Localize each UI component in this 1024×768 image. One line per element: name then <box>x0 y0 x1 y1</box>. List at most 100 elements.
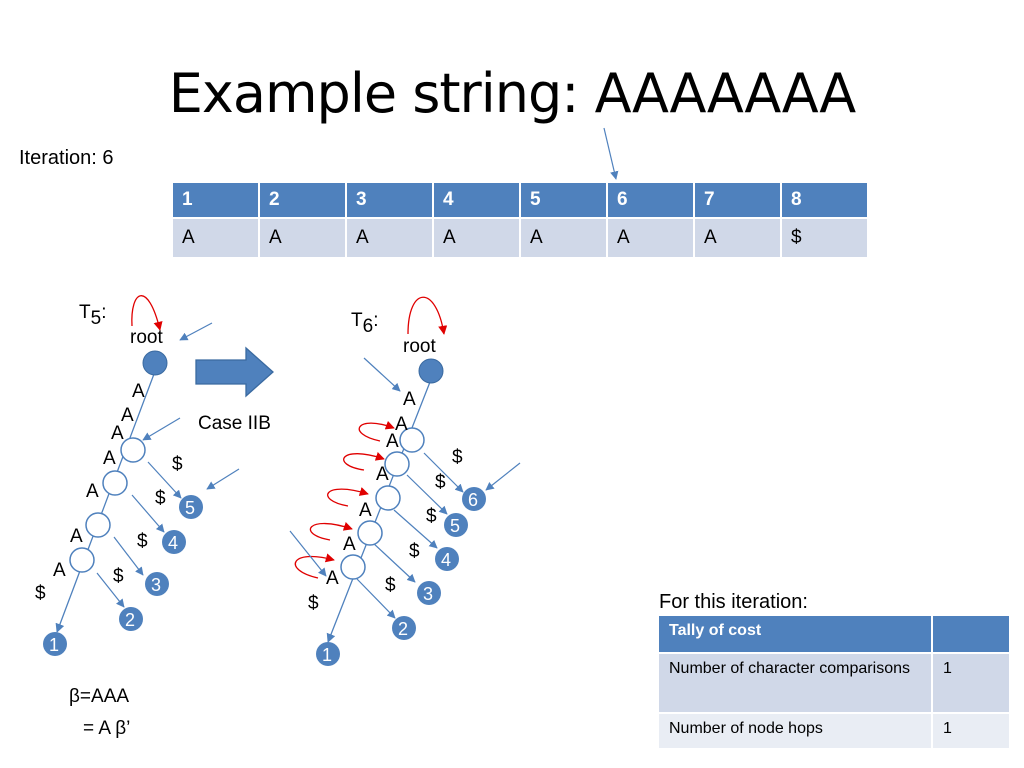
char-cell: A <box>171 217 260 259</box>
suffix-link-arrow <box>358 420 395 442</box>
char-cell: A <box>345 217 434 259</box>
edge <box>96 572 125 608</box>
cost-row-label: Number of character comparisons <box>657 652 933 714</box>
edge <box>55 373 155 633</box>
internal-node <box>102 470 128 496</box>
dollar-label: $ <box>172 454 183 475</box>
index-cell: 2 <box>258 181 347 219</box>
index-cell: 4 <box>432 181 521 219</box>
index-cell: 7 <box>693 181 782 219</box>
leaf-node <box>162 530 186 554</box>
dollar-label: $ <box>113 566 124 587</box>
internal-node <box>375 485 401 511</box>
edge-label: A <box>132 381 145 402</box>
leaf-label: 2 <box>125 610 135 630</box>
edge-label: A <box>326 568 339 589</box>
edge <box>393 509 438 549</box>
edge-label: A <box>359 500 372 521</box>
char-cell: A <box>519 217 608 259</box>
pointer-arrow <box>142 417 181 441</box>
index-cell: 1 <box>171 181 260 219</box>
internal-node <box>85 512 111 538</box>
tree-t5-label: T5: <box>79 302 106 329</box>
edge <box>326 381 431 643</box>
edge <box>406 474 448 515</box>
pointer-arrow <box>289 530 327 577</box>
string-table-index-row: 1 2 3 4 5 6 7 8 <box>171 181 869 219</box>
index-cell: 8 <box>780 181 869 219</box>
leaf-node <box>145 572 169 596</box>
char-cell: A <box>606 217 695 259</box>
root-label: root <box>403 336 436 357</box>
edge <box>371 541 416 583</box>
cost-table-header: Tally of cost <box>657 614 1011 654</box>
edge <box>423 452 464 493</box>
index-cell: 6 <box>606 181 695 219</box>
beta-line-1: β=AAA <box>69 686 129 707</box>
internal-node <box>340 554 366 580</box>
leaf-node <box>119 607 143 631</box>
internal-node <box>384 451 410 477</box>
edge-label: A <box>376 464 389 485</box>
tree-t5: T5: root 5 4 3 2 1 A A A A A <box>35 295 240 656</box>
iteration-label: Iteration: 6 <box>19 147 114 169</box>
suffix-link-arrow <box>294 553 335 579</box>
case-label: Case IIB <box>198 413 271 434</box>
leaf-label: 1 <box>49 635 59 655</box>
cost-row-value: 1 <box>931 712 1011 750</box>
leaf-node <box>462 487 486 511</box>
dollar-label: $ <box>35 583 46 604</box>
leaf-label: 5 <box>450 516 460 536</box>
root-node <box>418 358 444 384</box>
edge-label: A <box>343 534 356 555</box>
for-iteration-label: For this iteration: <box>659 591 808 613</box>
pointer-arrow <box>206 468 240 490</box>
cost-table: Tally of cost Number of character compar… <box>657 614 1011 750</box>
index-cell: 5 <box>519 181 608 219</box>
edge-label: A <box>70 526 83 547</box>
char-cell: $ <box>780 217 869 259</box>
leaf-label: 4 <box>168 533 178 553</box>
dollar-label: $ <box>426 506 437 527</box>
leaf-node <box>417 581 441 605</box>
cost-row: Number of character comparisons 1 <box>657 652 1011 714</box>
edge <box>356 578 396 619</box>
internal-node <box>120 437 146 463</box>
leaf-node <box>179 495 203 519</box>
edge-label: A <box>86 481 99 502</box>
char-cell: A <box>432 217 521 259</box>
suffix-link-arrow <box>309 522 353 541</box>
leaf-node <box>316 642 340 666</box>
self-loop-arrow <box>131 295 163 331</box>
position-pointer-arrow <box>603 127 619 180</box>
internal-node <box>357 520 383 546</box>
edge-label: A <box>111 423 124 444</box>
edge <box>147 461 182 499</box>
pointer-arrow <box>363 357 401 392</box>
tree-t6: T6: root 6 5 4 <box>289 296 521 666</box>
beta-line-2: = A β’ <box>83 718 130 739</box>
edge-label: A <box>403 389 416 410</box>
leaf-label: 3 <box>151 575 161 595</box>
root-label: root <box>130 327 163 348</box>
leaf-node <box>444 513 468 537</box>
cost-row: Number of node hops 1 <box>657 712 1011 750</box>
edge-label: A <box>386 431 399 452</box>
leaf-label: 1 <box>322 645 332 665</box>
leaf-node <box>435 547 459 571</box>
leaf-label: 2 <box>398 619 408 639</box>
internal-node <box>399 427 425 453</box>
dollar-label: $ <box>155 488 166 509</box>
index-cell: 3 <box>345 181 434 219</box>
edge-label: A <box>103 448 116 469</box>
char-cell: A <box>258 217 347 259</box>
leaf-label: 4 <box>441 550 451 570</box>
leaf-label: 6 <box>468 490 478 510</box>
leaf-label: 5 <box>185 498 195 518</box>
dollar-label: $ <box>385 575 396 596</box>
suffix-link-arrow <box>343 452 385 471</box>
dollar-label: $ <box>137 531 148 552</box>
root-node <box>142 350 168 376</box>
suffix-link-arrow <box>327 487 369 507</box>
